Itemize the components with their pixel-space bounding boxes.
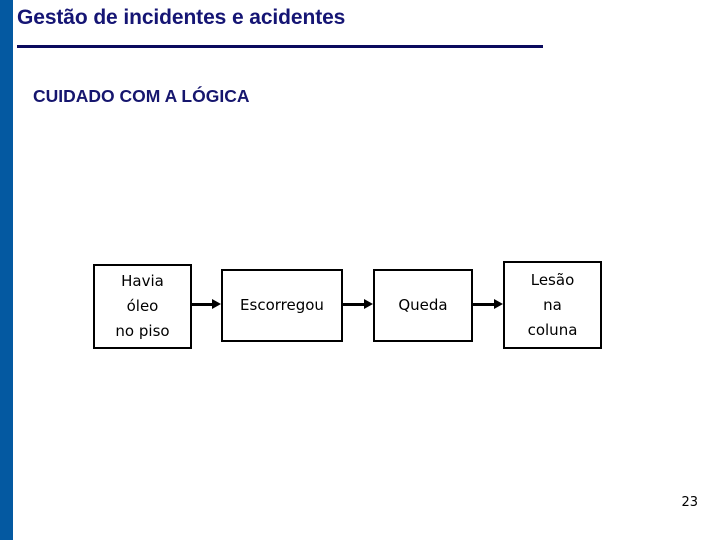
arrow-right-icon-queda-to-lesao [473, 299, 504, 311]
arrow-head [494, 299, 503, 309]
flowchart-node-queda: Queda [373, 269, 473, 342]
node-line: na [543, 295, 562, 314]
node-line: Escorregou [240, 296, 324, 314]
arrow-head [212, 299, 221, 309]
flowchart-node-escorregou: Escorregou [221, 269, 343, 342]
node-line: óleo [126, 297, 159, 315]
flowchart-node-lesao-na-coluna: Lesão na coluna [503, 261, 602, 349]
node-line: no piso [115, 322, 170, 340]
node-line: Queda [398, 296, 448, 314]
arrow-right-icon-havia-to-escorregou [192, 299, 222, 311]
node-line: Lesão [530, 270, 575, 289]
flowchart-node-havia-oleo-no-piso: Havia óleo no piso [93, 264, 192, 349]
arrow-right-icon-escorregou-to-queda [343, 299, 374, 311]
arrow-shaft [192, 303, 214, 306]
page-number: 23 [681, 495, 698, 510]
title-divider-rule [17, 45, 543, 48]
arrow-shaft [473, 303, 496, 306]
node-line: coluna [527, 320, 578, 339]
arrow-shaft [343, 303, 366, 306]
arrow-head [364, 299, 373, 309]
slide-subtitle: CUIDADO COM A LÓGICA [33, 86, 250, 106]
node-line: Havia [121, 272, 164, 290]
left-accent-bar [0, 0, 13, 540]
page-title: Gestão de incidentes e acidentes [17, 6, 346, 29]
